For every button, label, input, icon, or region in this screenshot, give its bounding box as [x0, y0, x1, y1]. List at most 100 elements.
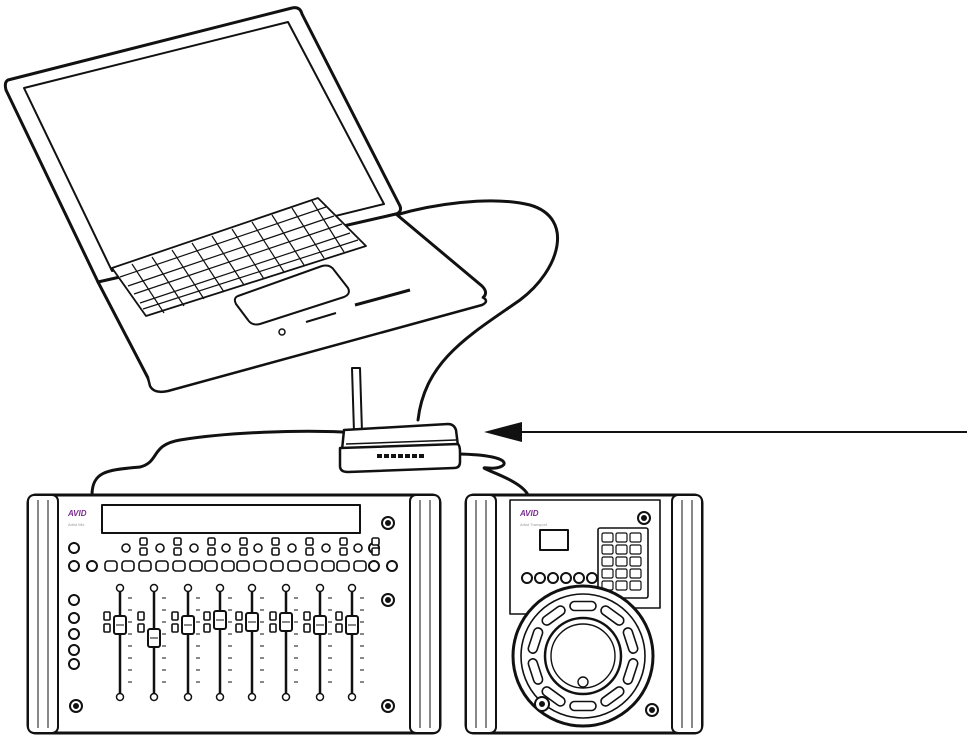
- channel-button: [340, 538, 347, 545]
- channel-button: [272, 548, 279, 555]
- channel-button: [340, 548, 347, 555]
- fader-bottom-knob: [151, 694, 158, 701]
- channel-button: [236, 612, 242, 620]
- jog-segment: [570, 702, 596, 711]
- channel-select-button: [173, 561, 185, 571]
- fader-bottom-knob: [317, 694, 324, 701]
- keypad-key: [602, 557, 613, 566]
- channel-button: [172, 624, 178, 632]
- transport-model: Artist Transport: [520, 522, 548, 527]
- control-surface-model: Artist Mix: [68, 522, 84, 527]
- channel-select-button: [254, 561, 266, 571]
- channel-select-button: [156, 561, 168, 571]
- fader-bottom-knob: [185, 694, 192, 701]
- keypad-key: [630, 545, 641, 554]
- keypad-key: [616, 569, 627, 578]
- channel-knob: [322, 544, 330, 552]
- laptop-icon: [5, 8, 486, 392]
- keypad-key: [616, 545, 627, 554]
- channel-button: [270, 624, 276, 632]
- channel-select-button: [105, 561, 117, 571]
- keypad-key: [616, 533, 627, 542]
- channel-button: [172, 612, 178, 620]
- channel-button: [204, 624, 210, 632]
- channel-button: [336, 624, 342, 632]
- channel-select-button: [288, 561, 300, 571]
- channel-button: [140, 538, 147, 545]
- channel-knob: [156, 544, 164, 552]
- keypad-key: [630, 557, 641, 566]
- transport-brand: AVID: [519, 509, 539, 518]
- channel-button: [174, 538, 181, 545]
- channel-select-button: [322, 561, 334, 571]
- channel-select-button: [305, 561, 317, 571]
- channel-select-button: [190, 561, 202, 571]
- fader-bottom-knob: [249, 694, 256, 701]
- channel-button: [204, 612, 210, 620]
- channel-button: [240, 548, 247, 555]
- cable-router-transport: [458, 454, 528, 495]
- channel-select-button: [237, 561, 249, 571]
- fader-top-knob: [349, 585, 356, 592]
- channel-button: [372, 538, 379, 545]
- channel-knob: [288, 544, 296, 552]
- channel-button: [336, 612, 342, 620]
- router-icon: [340, 368, 460, 472]
- channel-select-button: [139, 561, 151, 571]
- channel-select-button: [122, 561, 134, 571]
- channel-button: [138, 624, 144, 632]
- keypad-key: [616, 581, 627, 590]
- channel-button: [140, 548, 147, 555]
- channel-button: [306, 548, 313, 555]
- channel-button: [104, 624, 110, 632]
- transport-controller-icon: AVID Artist Transport: [466, 495, 702, 733]
- keypad-key: [630, 569, 641, 578]
- keypad-key: [630, 581, 641, 590]
- keypad-key: [602, 545, 613, 554]
- fader-bottom-knob: [117, 694, 124, 701]
- fader-top-knob: [117, 585, 124, 592]
- channel-knob: [254, 544, 262, 552]
- channel-button: [104, 612, 110, 620]
- fader-bottom-knob: [349, 694, 356, 701]
- channel-button: [306, 538, 313, 545]
- fader-top-knob: [185, 585, 192, 592]
- channel-select-button: [271, 561, 283, 571]
- channel-button: [372, 548, 379, 555]
- arrow-left-icon: [484, 422, 967, 442]
- fader-bottom-knob: [283, 694, 290, 701]
- channel-select-button: [222, 561, 234, 571]
- control-surface-icon: AVID Artist Mix: [28, 495, 440, 733]
- channel-button: [240, 538, 247, 545]
- fader-top-knob: [317, 585, 324, 592]
- channel-select-button: [337, 561, 349, 571]
- fader-top-knob: [217, 585, 224, 592]
- channel-knob: [354, 544, 362, 552]
- keypad-key: [616, 557, 627, 566]
- channel-button: [272, 538, 279, 545]
- channel-button: [304, 624, 310, 632]
- channel-button: [174, 548, 181, 555]
- channel-select-button: [205, 561, 217, 571]
- jog-wheel: [513, 586, 653, 726]
- keypad-key: [602, 533, 613, 542]
- fader-top-knob: [249, 585, 256, 592]
- router-status-leds: [377, 454, 424, 458]
- channel-button: [208, 538, 215, 545]
- channel-button: [304, 612, 310, 620]
- channel-select-button: [354, 561, 366, 571]
- channel-knob: [222, 544, 230, 552]
- cable-router-control-surface: [92, 431, 342, 495]
- numeric-keypad: [602, 533, 641, 597]
- channel-button: [236, 624, 242, 632]
- fader-top-knob: [283, 585, 290, 592]
- fader-bottom-knob: [217, 694, 224, 701]
- control-surface-brand: AVID: [67, 509, 87, 518]
- channel-knob: [122, 544, 130, 552]
- keypad-key: [602, 569, 613, 578]
- channel-knob: [190, 544, 198, 552]
- keypad-key: [630, 533, 641, 542]
- channel-button: [270, 612, 276, 620]
- jog-segment: [570, 602, 596, 611]
